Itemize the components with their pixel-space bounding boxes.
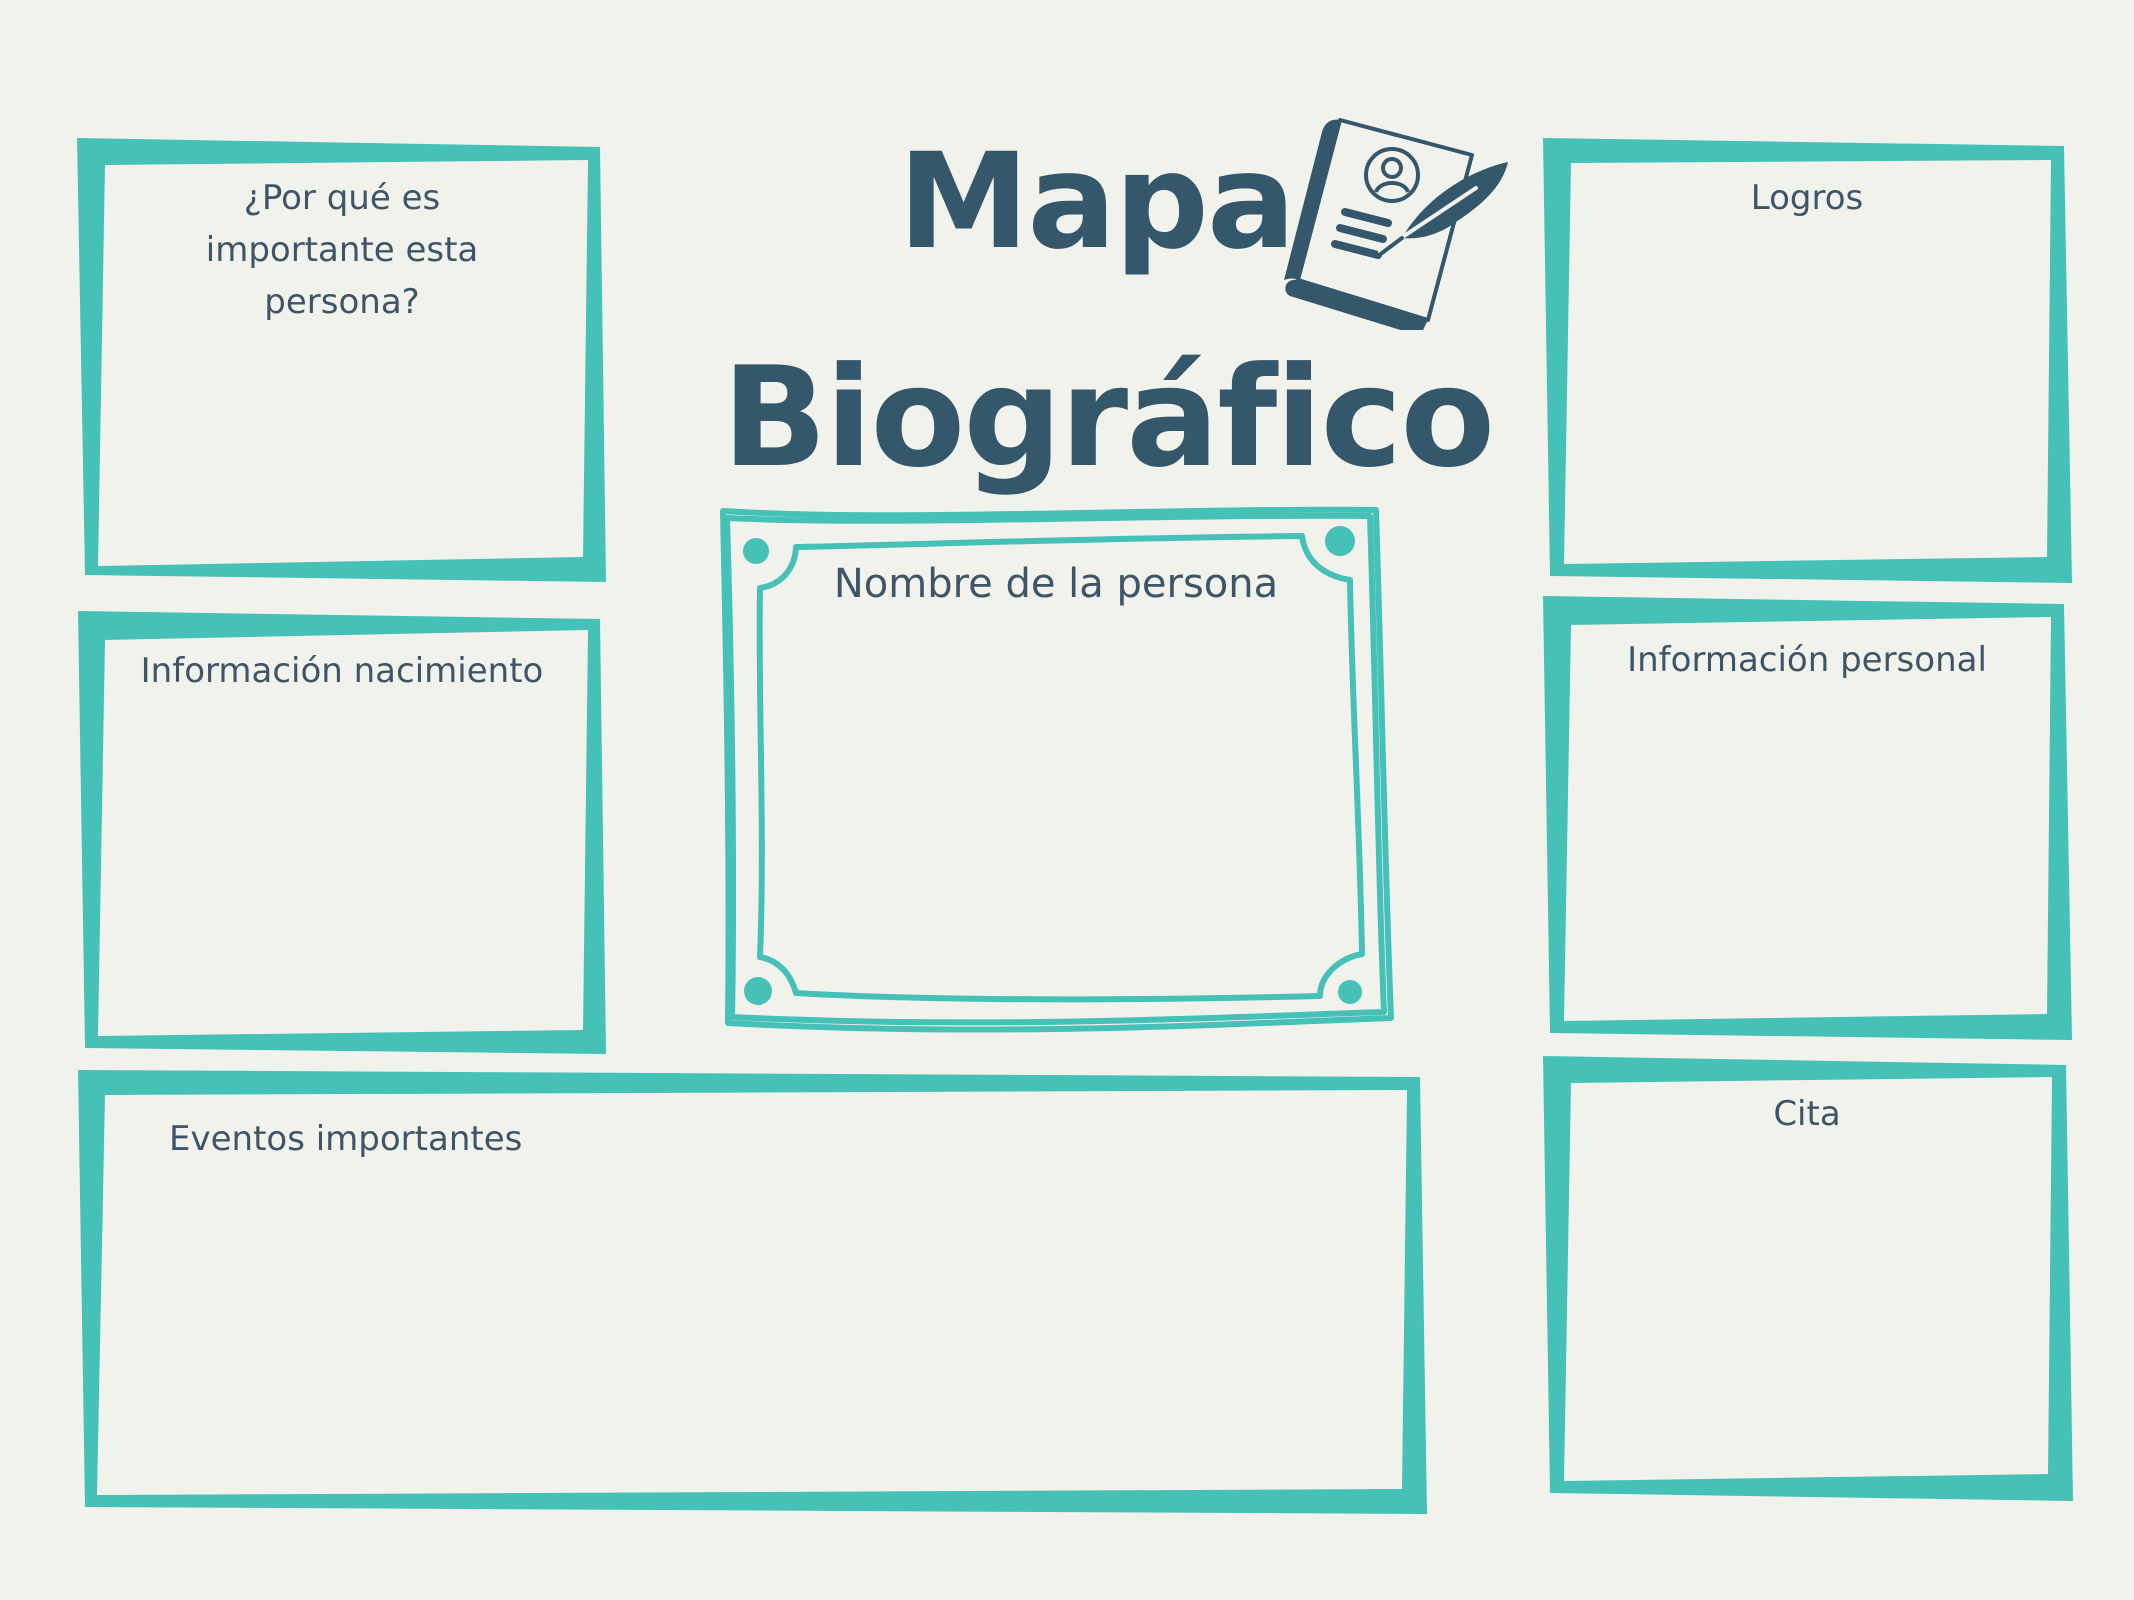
person-name-label: Nombre de la persona	[833, 561, 1279, 607]
title-line-1: Mapa	[898, 125, 1296, 279]
personal-info-frame	[1543, 596, 2072, 1040]
corner-dot-bottom-left	[744, 977, 772, 1005]
importance-frame	[77, 138, 606, 582]
birth-info-label: Información nacimiento	[140, 651, 544, 691]
name-frame	[720, 506, 1394, 1033]
name-frame-corner-dots	[743, 526, 1362, 1005]
achievements-frame	[1543, 138, 2072, 583]
personal-info-label: Información personal	[1627, 640, 1987, 680]
importance-label: ¿Por qué es importante esta persona?	[205, 178, 479, 322]
birth-info-frame	[78, 611, 606, 1054]
quote-label: Cita	[1773, 1094, 1841, 1134]
corner-dot-top-right	[1325, 526, 1355, 556]
achievements-label: Logros	[1750, 178, 1864, 218]
events-label: Eventos importantes	[169, 1119, 523, 1159]
title-line-2: Biográfico	[722, 337, 1495, 498]
biography-book-with-quill-icon	[1284, 118, 1508, 330]
corner-dot-top-left	[743, 538, 769, 564]
events-frame	[78, 1070, 1427, 1514]
quote-frame	[1543, 1056, 2073, 1501]
corner-dot-bottom-right	[1338, 980, 1362, 1004]
